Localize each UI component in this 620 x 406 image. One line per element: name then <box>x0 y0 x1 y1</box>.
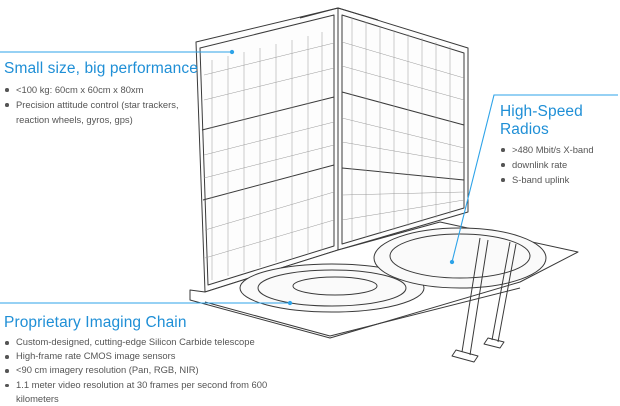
list-item: <100 kg: 60cm x 60cm x 80xm <box>4 82 204 97</box>
list-item: downlink rate <box>500 157 618 172</box>
list-item: >480 Mbit/s X-band <box>500 142 618 157</box>
callout-imaging-title: Proprietary Imaging Chain <box>4 314 187 331</box>
callout-radios: High-Speed Radios >480 Mbit/s X-band dow… <box>500 103 618 187</box>
right-solar-panel <box>337 7 469 251</box>
radios-leader-line <box>451 94 618 263</box>
left-solar-panel <box>195 7 339 293</box>
antenna-strut <box>461 237 489 356</box>
telescope-aperture <box>239 263 425 313</box>
callout-imaging-list: Custom-designed, cutting-edge Silicon Ca… <box>4 335 304 406</box>
callout-radios-title: High-Speed Radios <box>500 103 583 138</box>
list-item: S-band uplink <box>500 172 618 187</box>
list-item: <90 cm imagery resolution (Pan, RGB, NIR… <box>4 363 304 377</box>
list-item: High-frame rate CMOS image sensors <box>4 349 304 363</box>
callout-size-list: <100 kg: 60cm x 60cm x 80xm Precision at… <box>4 82 204 127</box>
list-item: 1.1 meter video resolution at 30 frames … <box>4 378 304 406</box>
list-item: Custom-designed, cutting-edge Silicon Ca… <box>4 335 304 349</box>
callout-size: Small size, big performance <100 kg: 60c… <box>4 60 204 127</box>
radio-dish <box>373 227 547 289</box>
callout-imaging: Proprietary Imaging Chain Custom-designe… <box>4 314 304 406</box>
callout-radios-list: >480 Mbit/s X-band downlink rate S-band … <box>500 142 618 187</box>
list-item: Precision attitude control (star tracker… <box>4 97 204 127</box>
callout-size-title: Small size, big performance <box>4 60 198 77</box>
